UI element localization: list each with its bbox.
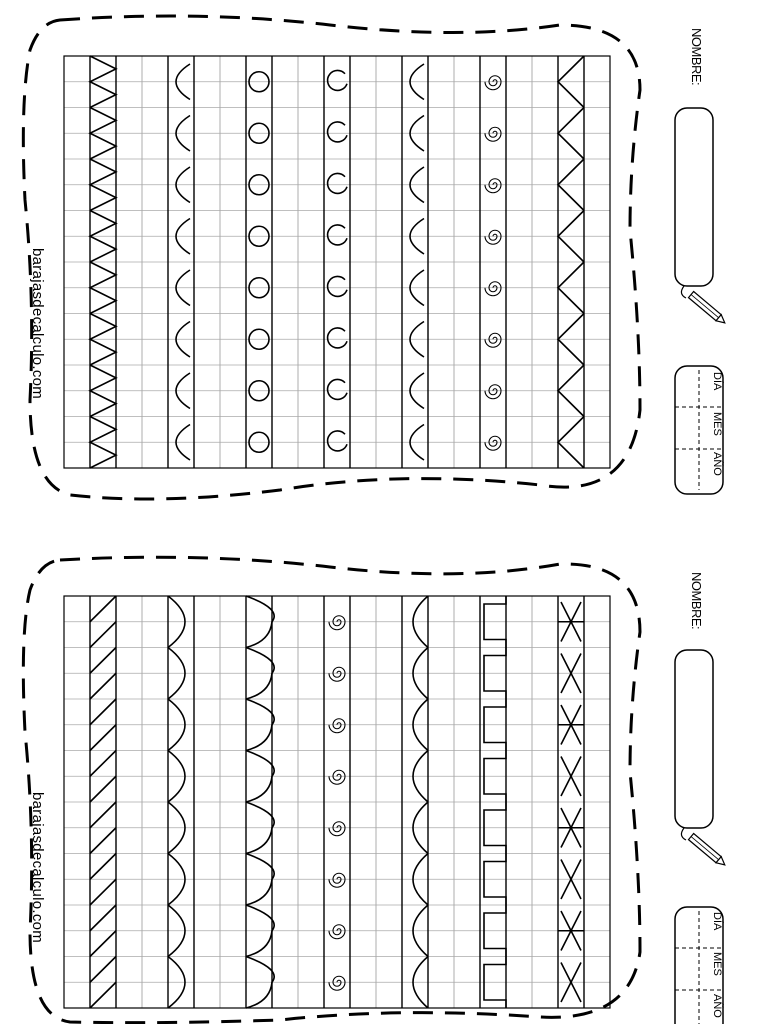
- worksheet-drawing: [21, 14, 726, 501]
- grid-border: [63, 55, 611, 469]
- date-box[interactable]: [674, 906, 724, 1024]
- practice-grid: [63, 55, 611, 469]
- day-label: DÍA: [711, 372, 723, 391]
- trace-patterns: [89, 595, 584, 1009]
- pattern-wave: [412, 595, 429, 1009]
- day-label: DÍA: [711, 912, 723, 931]
- pattern-zigzag: [556, 55, 585, 469]
- pattern-star-cross: [558, 601, 584, 1003]
- pattern-diagonal-lines: [89, 595, 117, 1009]
- name-label: NOMBRE:: [689, 28, 704, 86]
- pattern-castle: [483, 596, 507, 1008]
- year-label: AÑO: [711, 994, 723, 1018]
- pattern-circle: [248, 70, 270, 454]
- practice-grid: [63, 595, 611, 1009]
- worksheet-top: barajasdecalculo.com NOMBRE: DÍA MES AÑO: [21, 14, 726, 501]
- grid-border: [63, 595, 611, 1009]
- pattern-c-curve-bold: [409, 63, 425, 461]
- dashed-cut-line: [21, 555, 642, 1024]
- year-label: AÑO: [711, 452, 723, 476]
- name-box[interactable]: [674, 107, 714, 287]
- pattern-loop: [245, 595, 275, 1009]
- trace-patterns: [88, 55, 585, 469]
- month-label: MES: [711, 412, 723, 436]
- pattern-circle-hook: [326, 69, 348, 452]
- name-label: NOMBRE:: [689, 572, 704, 630]
- pattern-zigzag-dense: [88, 55, 118, 469]
- name-box[interactable]: [674, 649, 714, 829]
- date-box[interactable]: [674, 365, 724, 495]
- pencil-icon: [680, 285, 726, 324]
- website-label: barajasdecalculo.com: [29, 248, 46, 400]
- pattern-spiral: [328, 615, 346, 991]
- month-label: MES: [711, 952, 723, 976]
- pattern-spiral: [484, 75, 502, 451]
- dashed-cut-line: [21, 14, 642, 501]
- website-label: barajasdecalculo.com: [29, 792, 46, 944]
- worksheet-drawing: [21, 555, 726, 1024]
- worksheet-bottom: barajasdecalculo.com NOMBRE: DÍA MES AÑO: [0, 512, 768, 1024]
- pattern-scallop: [167, 595, 186, 1009]
- pattern-c-curve: [175, 63, 191, 461]
- pencil-icon: [680, 827, 726, 866]
